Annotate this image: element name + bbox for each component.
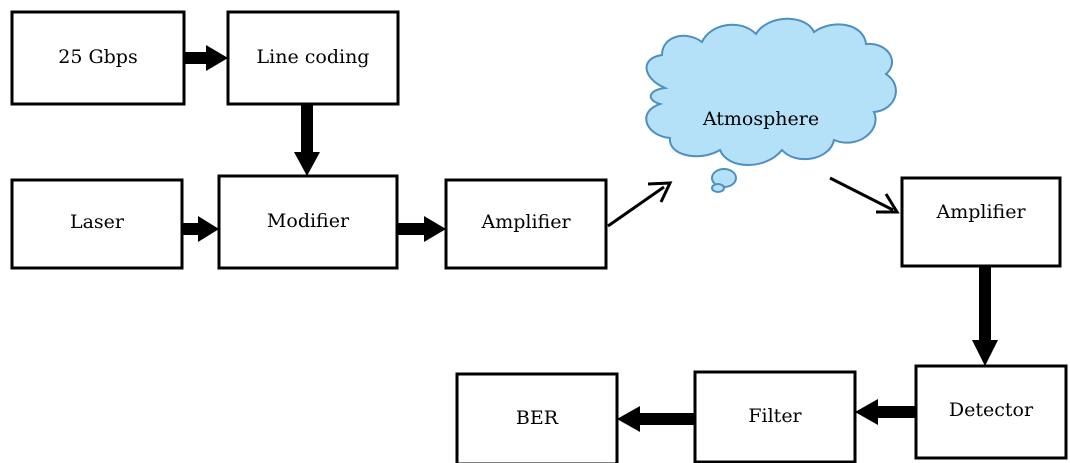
block-amplifier-rx: Amplifier [900,176,1062,268]
block-detector: Detector [914,364,1068,460]
arrow-amplifier-to-atmosphere [607,181,673,228]
block-laser: Laser [10,178,184,270]
block-line-coding: Line coding [226,10,400,106]
block-amplifier-rx-label: Amplifier [935,201,1026,223]
arrow-modifier-to-amplifier [397,216,446,242]
block-amplifier-tx: Amplifier [444,178,608,270]
block-25-gbps: 25 Gbps [10,10,186,106]
atmosphere-cloud: Atmosphere [645,17,897,193]
arrow-detector-to-filter [855,399,916,425]
arrow-line-coding-to-modifier [294,104,320,176]
block-ber-label: BER [516,407,559,429]
block-laser-label: Laser [70,211,125,233]
block-filter-label: Filter [748,405,802,427]
cloud-tail-small [711,183,725,193]
block-modifier-label: Modifier [267,210,350,232]
block-25-gbps-label: 25 Gbps [58,46,137,68]
block-modifier: Modifier [217,174,399,270]
arrow-filter-to-ber [617,406,695,432]
arrow-amplifier-to-detector [972,266,998,366]
atmosphere-label: Atmosphere [702,108,819,130]
block-amplifier-tx-label: Amplifier [480,211,571,233]
arrow-laser-to-modifier [182,216,219,242]
block-filter: Filter [693,370,857,463]
arrow-atmosphere-to-amplifier [829,176,900,214]
cloud-shape [645,17,897,166]
block-ber: BER [455,372,619,463]
arrow-25gbps-to-line-coding [184,45,228,71]
block-line-coding-label: Line coding [257,46,370,68]
block-detector-label: Detector [949,399,1034,421]
